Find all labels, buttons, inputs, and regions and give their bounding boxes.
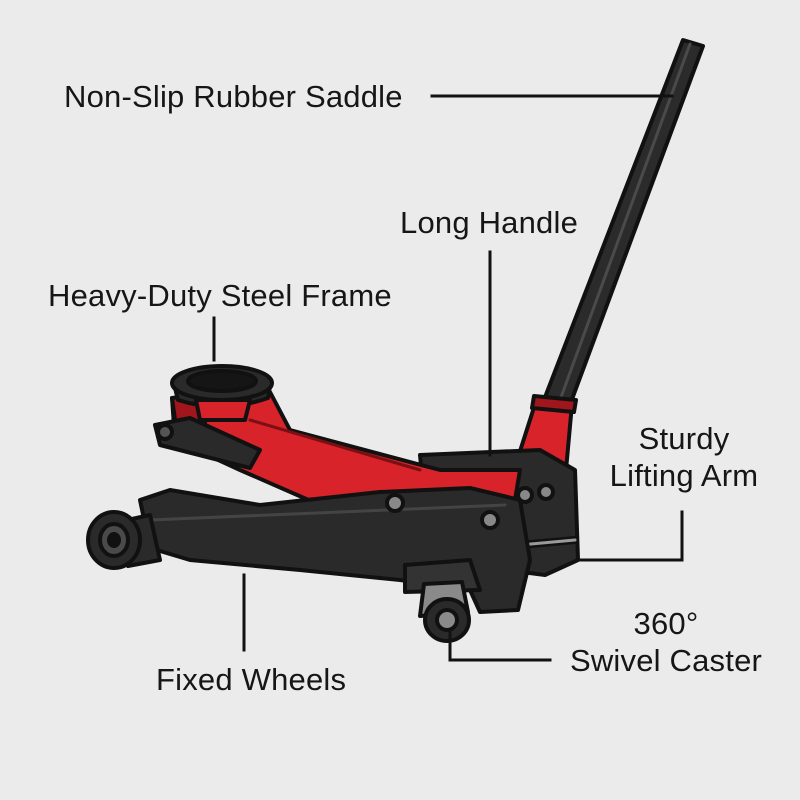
label-rubber-saddle: Non-Slip Rubber Saddle bbox=[64, 79, 403, 114]
label-lifting-arm-line2: Lifting Arm bbox=[609, 458, 759, 493]
leader-line-caster bbox=[448, 630, 552, 662]
main-frame-shape bbox=[138, 483, 555, 614]
fixed-wheel-shape bbox=[86, 510, 162, 570]
saddle-shape bbox=[170, 364, 274, 422]
label-swivel-caster-line2: Swivel Caster bbox=[569, 643, 763, 678]
leader-line-arm bbox=[578, 510, 684, 562]
swivel-caster-shape bbox=[418, 580, 471, 643]
label-swivel-caster-line1: 360° bbox=[633, 606, 699, 641]
label-steel-frame: Heavy-Duty Steel Frame bbox=[48, 278, 392, 313]
label-swivel-caster: 360° Swivel Caster bbox=[560, 605, 772, 679]
label-fixed-wheels: Fixed Wheels bbox=[156, 662, 347, 697]
handle-shape bbox=[512, 38, 705, 472]
label-long-handle: Long Handle bbox=[400, 205, 579, 240]
label-lifting-arm-line1: Sturdy bbox=[638, 421, 730, 456]
label-lifting-arm: Sturdy Lifting Arm bbox=[600, 420, 768, 494]
